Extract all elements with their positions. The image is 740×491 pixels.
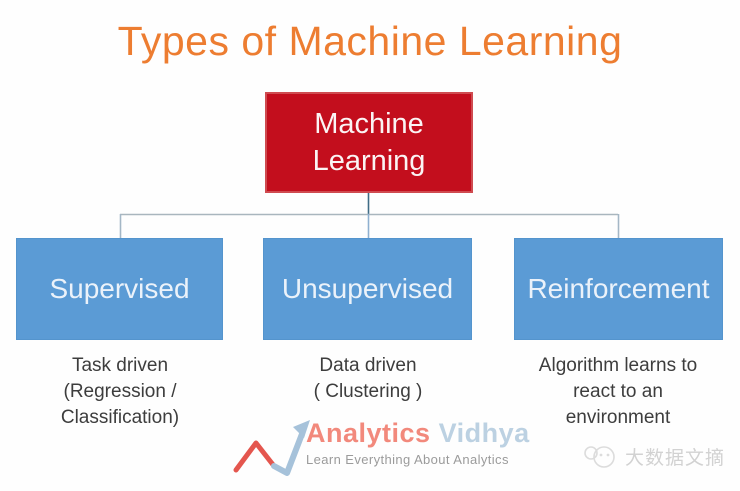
page-title: Types of Machine Learning — [117, 18, 623, 64]
watermark-text: 大数据文摘 — [625, 448, 726, 469]
logo-tagline: Learn Everything About Analytics — [306, 452, 509, 467]
watermark-big-data-digest: 大数据文摘 — [583, 443, 725, 470]
node-supervised: Supervised — [16, 238, 223, 340]
caption-unsupervised: Data driven ( Clustering ) — [313, 355, 423, 402]
logo-brand-secondary: Vidhya — [438, 418, 530, 448]
logo-brand-primary: Analytics — [306, 418, 431, 448]
node-unsupervised: Unsupervised — [263, 238, 472, 340]
caption-reinforcement: Algorithm learns to react to an environm… — [538, 355, 698, 428]
node-reinforcement: Reinforcement — [514, 238, 723, 340]
big-data-digest-logo-icon — [584, 445, 615, 468]
trend-line-arrow-icon — [233, 420, 310, 476]
caption-supervised: Task driven (Regression / Classification… — [60, 355, 180, 428]
node-machine-learning: Machine Learning — [265, 92, 473, 193]
